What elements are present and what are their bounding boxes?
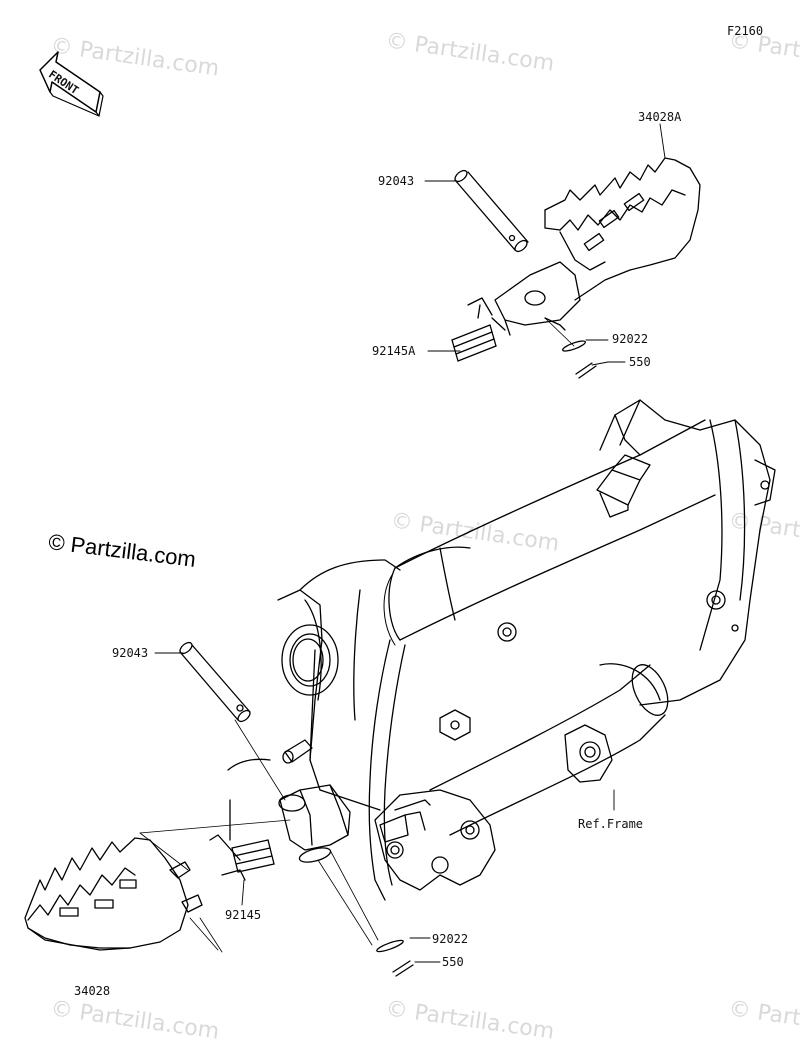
callout-92043-upper[interactable]: 92043 bbox=[378, 174, 415, 188]
callout-92145[interactable]: 92145 bbox=[225, 908, 262, 922]
callout-550-lower[interactable]: 550 bbox=[442, 955, 464, 969]
upper-footpeg-drawing bbox=[451, 157, 701, 379]
callout-92022-upper[interactable]: 92022 bbox=[612, 332, 649, 346]
callout-34028a[interactable]: 34028A bbox=[638, 110, 682, 124]
lower-footpeg-drawing bbox=[24, 641, 414, 977]
leader-lines bbox=[154, 123, 666, 963]
callout-550-upper[interactable]: 550 bbox=[629, 355, 651, 369]
callout-ref-frame[interactable]: Ref.Frame bbox=[578, 817, 644, 831]
callout-34028[interactable]: 34028 bbox=[74, 984, 111, 998]
front-arrow-icon bbox=[39, 51, 104, 117]
callout-92145a[interactable]: 92145A bbox=[372, 344, 416, 358]
frame-drawing bbox=[227, 399, 776, 901]
callout-92022-lower[interactable]: 92022 bbox=[432, 932, 469, 946]
callout-92043-lower[interactable]: 92043 bbox=[112, 646, 149, 660]
figure-code: F2160 bbox=[727, 24, 764, 38]
